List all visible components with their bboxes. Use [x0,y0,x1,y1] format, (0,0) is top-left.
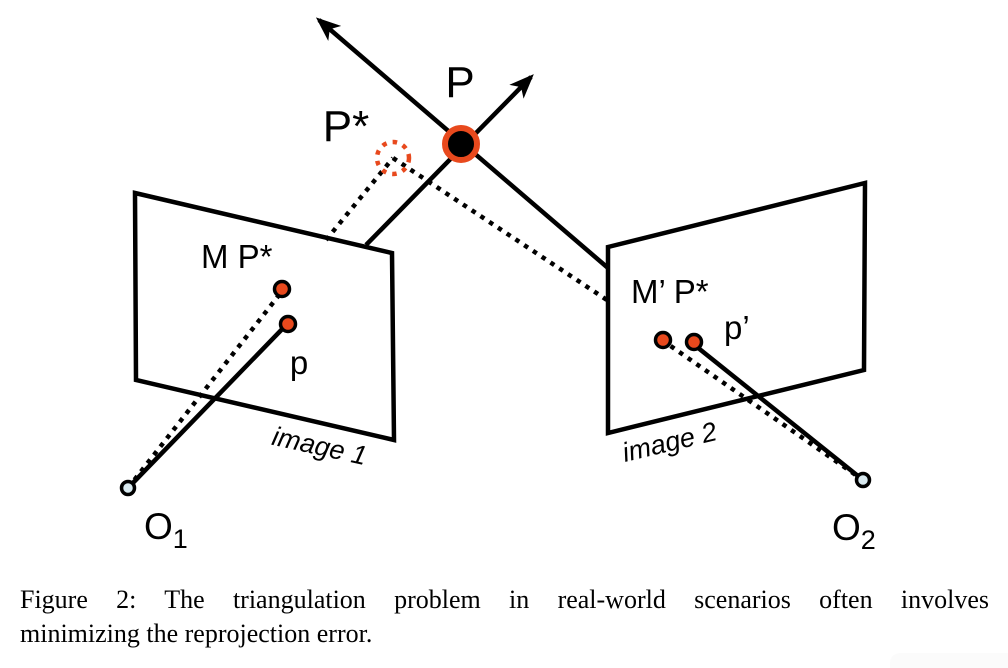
point-p-star-circle [374,139,412,177]
figure-caption-line-1: Figure 2: The triangulation problem in r… [20,585,989,614]
point-m-pstar-dot [272,279,292,299]
camera-center-o1 [119,479,137,497]
image-plane-2 [605,180,868,436]
label-P-star: P* [323,102,369,151]
dotted-ray-pstar-to-plane2 [391,156,609,302]
point-pprime-dot [684,332,704,352]
corner-highlight-artifact [890,653,1008,668]
label-p-prime: p’ [724,309,750,346]
triangulation-diagram: P P* M P* p M’ P* p’ image 1 image 2 O1 … [119,17,876,555]
label-M-prime-P-star: M’ P* [631,273,709,310]
label-O2: O2 [832,507,876,555]
point-p-dot [278,314,298,334]
point-mprime-dot [653,330,673,350]
label-M-P-star: M P* [201,238,273,275]
label-p: p [290,344,308,381]
image-plane-1 [132,190,397,443]
label-O1: O1 [144,506,188,554]
ray-o1-to-p [126,319,292,490]
point-P [442,125,480,163]
camera-center-o2 [854,471,872,489]
label-P: P [445,58,474,107]
ray-p-to-P-arrow [364,74,534,247]
ray-o2-to-pprime [690,341,865,482]
figure-caption: Figure 2: The triangulation problem in r… [20,583,989,651]
figure-caption-line-2: minimizing the reprojection error. [20,619,373,648]
